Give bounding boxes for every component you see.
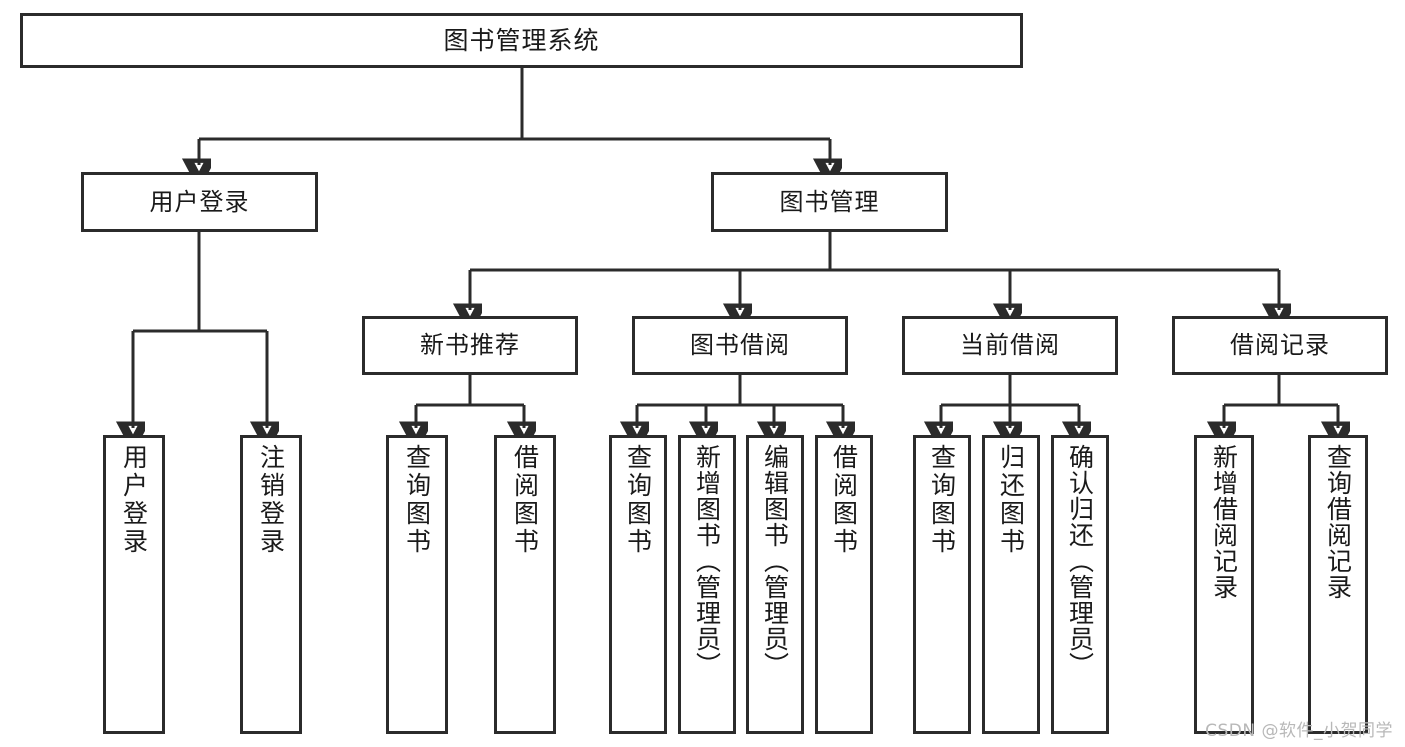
node-label: 图书管理 <box>779 187 880 216</box>
leaf-new-book-borrow-book[interactable]: 借阅图书 <box>494 435 556 734</box>
leaf-book-borrow-query-book[interactable]: 查询图书 <box>609 435 667 734</box>
node-label: 查询图书 <box>623 444 653 556</box>
leaf-book-borrow-edit-book-admin[interactable]: 编辑图书（管理员） <box>746 435 804 734</box>
node-label: 归还图书 <box>996 444 1026 556</box>
csdn-watermark: CSDN @软件_小贺同学 <box>1205 721 1393 741</box>
leaf-book-borrow-add-book-admin[interactable]: 新增图书（管理员） <box>678 435 736 734</box>
node-label: 图书借阅 <box>690 331 790 360</box>
node-current-borrow[interactable]: 当前借阅 <box>902 316 1118 375</box>
node-book-borrow[interactable]: 图书借阅 <box>632 316 848 375</box>
node-borrow-record[interactable]: 借阅记录 <box>1172 316 1388 375</box>
node-label: 借阅图书 <box>510 444 540 556</box>
node-label: 借阅记录 <box>1230 331 1330 360</box>
leaf-user-login-login[interactable]: 用户登录 <box>103 435 165 734</box>
node-label: 借阅图书 <box>829 444 859 556</box>
leaf-borrow-record-query-record[interactable]: 查询借阅记录 <box>1308 435 1368 734</box>
node-label: 查询图书 <box>927 444 957 556</box>
leaf-borrow-record-add-record[interactable]: 新增借阅记录 <box>1194 435 1254 734</box>
node-root-book-management-system[interactable]: 图书管理系统 <box>20 13 1023 68</box>
node-label: 图书管理系统 <box>443 25 600 55</box>
leaf-new-book-query-book[interactable]: 查询图书 <box>386 435 448 734</box>
leaf-current-borrow-query-book[interactable]: 查询图书 <box>913 435 971 734</box>
node-label: 用户登录 <box>149 187 250 216</box>
leaf-user-login-logout[interactable]: 注销登录 <box>240 435 302 734</box>
node-label: 当前借阅 <box>960 331 1060 360</box>
node-label: 编辑图书（管理员） <box>760 444 790 678</box>
node-label: 新书推荐 <box>420 331 520 360</box>
node-user-login[interactable]: 用户登录 <box>81 172 318 232</box>
node-label: 用户登录 <box>119 444 149 556</box>
leaf-current-borrow-return-book[interactable]: 归还图书 <box>982 435 1040 734</box>
node-label: 确认归还（管理员） <box>1065 444 1095 678</box>
leaf-current-borrow-confirm-return-admin[interactable]: 确认归还（管理员） <box>1051 435 1109 734</box>
node-label: 查询图书 <box>402 444 432 556</box>
node-label: 注销登录 <box>256 444 286 556</box>
node-new-book-recommend[interactable]: 新书推荐 <box>362 316 578 375</box>
node-book-management[interactable]: 图书管理 <box>711 172 948 232</box>
leaf-book-borrow-borrow-book[interactable]: 借阅图书 <box>815 435 873 734</box>
node-label: 新增图书（管理员） <box>692 444 722 678</box>
node-label: 新增借阅记录 <box>1209 444 1239 600</box>
node-label: 查询借阅记录 <box>1323 444 1353 600</box>
